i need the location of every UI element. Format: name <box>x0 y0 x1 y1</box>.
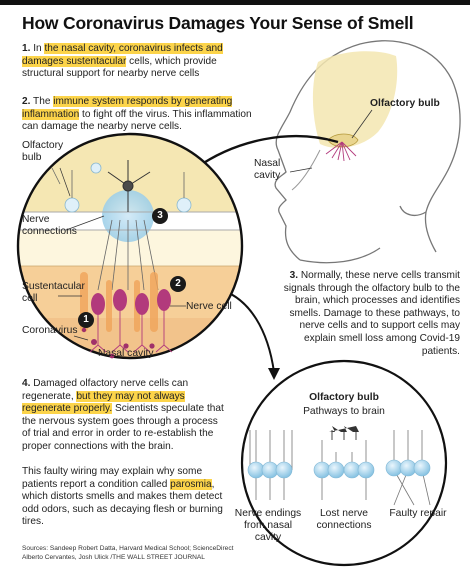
detail-circle <box>16 132 244 360</box>
step-1-number: 1. <box>22 43 31 54</box>
bulb-neuron-lines <box>51 167 185 198</box>
panel-4-subtitle: Pathways to brain <box>303 406 385 417</box>
parosmia-highlight: parosmia <box>170 478 212 490</box>
label-sustentacular-cell: Sustentacular cell <box>22 281 85 304</box>
label-olfactory-bulb-head: Olfactory bulb <box>370 98 440 109</box>
connector-head-to-detail <box>195 134 339 169</box>
olfactory-bulb-head-icon <box>327 133 359 148</box>
olfactory-bulb-leader <box>351 109 373 139</box>
badge-1: 1 <box>83 314 89 325</box>
head-nerve-burst <box>325 141 357 162</box>
mitral-cell-icon <box>107 160 151 212</box>
label-olfactory-bulb-left: Olfactory bulb <box>22 140 64 163</box>
parosmia-text: This faulty wiring may explain why some … <box>22 466 228 529</box>
page-title: How Coronavirus Damages Your Sense of Sm… <box>22 13 414 33</box>
label-nerve-cell: Nerve cell <box>186 301 232 312</box>
label-nasal-cavity-head: Nasal cavity <box>254 158 281 181</box>
panel-4-circle <box>240 359 448 567</box>
left-leaders <box>58 167 186 341</box>
pathway-arrowheads <box>329 426 359 432</box>
step-2-pre: The <box>33 96 54 107</box>
nasal-cavity-leader <box>289 167 313 173</box>
sources-line-2: Alberto Cervantes, Josh Ulick /THE WALL … <box>22 553 205 561</box>
label-coronavirus: Coronavirus <box>22 325 78 336</box>
badge-2: 2 <box>175 278 181 289</box>
step-4-pre: Damaged olfactory nerve cells can regene… <box>22 378 189 402</box>
step-4-text: 4. Damaged olfactory nerve cells can reg… <box>22 378 228 454</box>
badge-2-circle <box>170 276 186 292</box>
bulb-neurons <box>64 162 192 213</box>
cilia <box>89 311 173 353</box>
panel-4-title: Olfactory bulb <box>309 392 379 403</box>
step-3-body: Normally, these nerve cells transmit sig… <box>283 270 460 357</box>
sources-line-1: Sources: Sandeep Robert Datta, Harvard M… <box>22 545 234 552</box>
badge-4: 4 <box>335 375 341 386</box>
panel-4-col-2-label: Lost nerve connections <box>316 508 372 531</box>
step-2-number: 2. <box>22 96 31 107</box>
coronavirus-particles <box>81 327 155 359</box>
detail-circle-fill <box>18 134 242 358</box>
label-nasal-cavity-bottom: Nasal cavity <box>98 348 154 359</box>
parosmia-post: , which distorts smells and makes them d… <box>22 478 223 528</box>
olfactory-nerve-cells <box>91 289 171 315</box>
top-rule <box>0 0 470 5</box>
parosmia-pre: This faulty wiring may explain why some … <box>22 466 203 490</box>
step-2-text: 2. The immune system responds by generat… <box>22 96 260 134</box>
badge-3: 3 <box>157 210 163 221</box>
brain-region <box>312 51 398 149</box>
step-4-number: 4. <box>22 378 31 389</box>
nasal-passage <box>291 149 321 191</box>
sources-credit: Sources: Sandeep Robert Datta, Harvard M… <box>22 545 233 562</box>
badge-1-circle <box>78 312 94 328</box>
step-2-post: to fight off the virus. This inflammatio… <box>22 108 252 133</box>
panel-4-balls <box>247 459 431 479</box>
step-1-post: cells, which provide structural support … <box>22 55 217 80</box>
step-3-number: 3. <box>289 270 299 281</box>
label-nerve-connections: Nerve connections <box>22 214 77 237</box>
step-3-text: 3. Normally, these nerve cells transmit … <box>276 270 460 358</box>
arrowhead <box>268 368 280 380</box>
panel-4-col-1-label: Nerve endings from nasal cavity <box>234 508 302 543</box>
step-1-pre: In <box>33 43 45 54</box>
step-1-text: 1. In the nasal cavity, coronavirus infe… <box>22 43 260 81</box>
panel-4-col-3-label: Faulty repair <box>389 508 447 519</box>
step-4-post: Scientists speculate that the nervous sy… <box>22 403 224 452</box>
badge-3-circle <box>152 208 168 224</box>
